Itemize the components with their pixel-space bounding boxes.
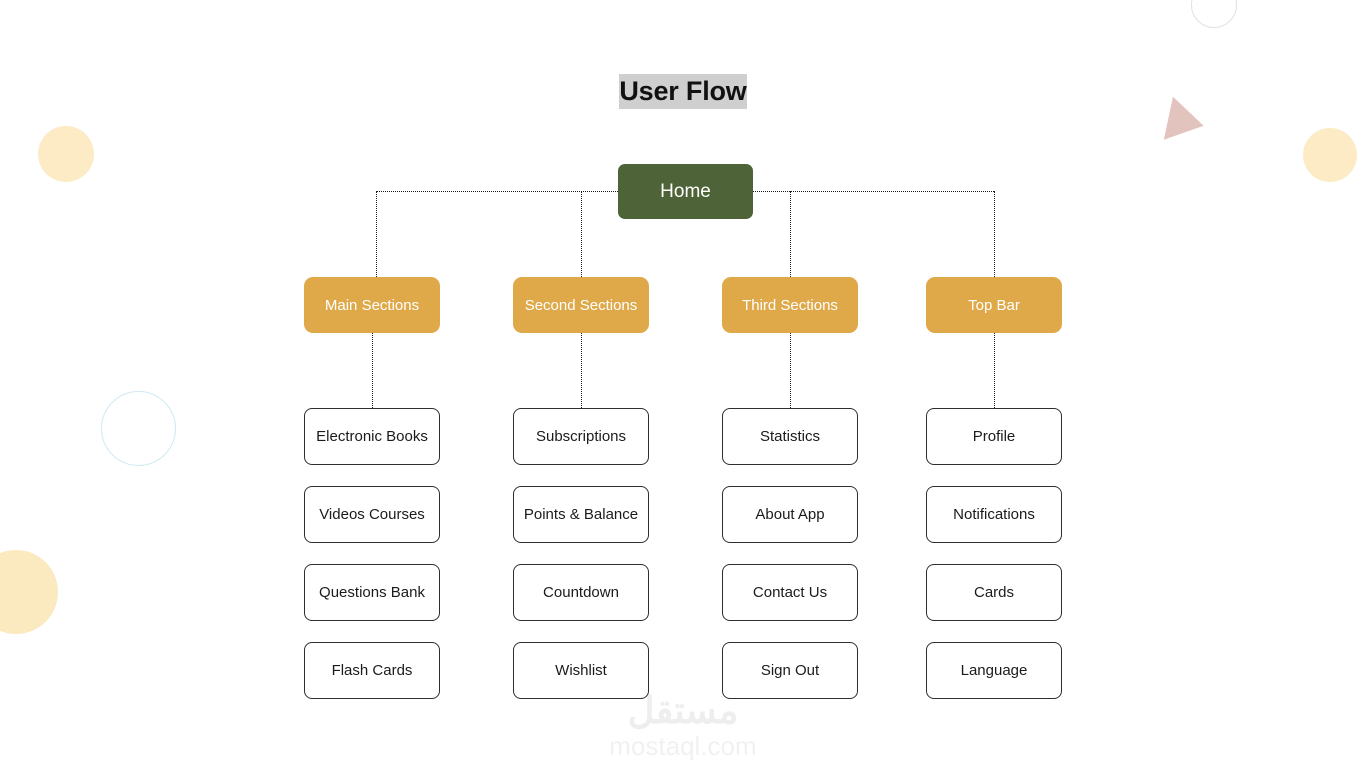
decorative-circle-cream-left bbox=[38, 126, 94, 182]
decorative-circle-cream-right bbox=[1303, 128, 1357, 182]
node-home-root[interactable]: Home bbox=[618, 164, 753, 219]
decorative-circle-gray-outline bbox=[1191, 0, 1237, 28]
node-leaf-about-app[interactable]: About App bbox=[722, 486, 858, 543]
node-leaf-profile[interactable]: Profile bbox=[926, 408, 1062, 465]
connector-section-4-to-items bbox=[994, 333, 995, 408]
watermark-arabic-text: مستقل bbox=[627, 690, 739, 731]
node-section-second-sections[interactable]: Second Sections bbox=[513, 277, 649, 333]
page-title: User Flow bbox=[0, 74, 1366, 109]
connector-section-2-to-items bbox=[581, 333, 582, 408]
node-leaf-subscriptions[interactable]: Subscriptions bbox=[513, 408, 649, 465]
connector-bus-to-section-2 bbox=[581, 191, 582, 277]
page-title-text: User Flow bbox=[619, 74, 747, 109]
node-leaf-notifications[interactable]: Notifications bbox=[926, 486, 1062, 543]
node-leaf-sign-out[interactable]: Sign Out bbox=[722, 642, 858, 699]
connector-section-3-to-items bbox=[790, 333, 791, 408]
node-leaf-cards[interactable]: Cards bbox=[926, 564, 1062, 621]
node-leaf-questions-bank[interactable]: Questions Bank bbox=[304, 564, 440, 621]
connector-bus-to-section-3 bbox=[790, 191, 791, 277]
node-leaf-points-and-balance[interactable]: Points & Balance bbox=[513, 486, 649, 543]
node-section-third-sections[interactable]: Third Sections bbox=[722, 277, 858, 333]
node-section-main-sections[interactable]: Main Sections bbox=[304, 277, 440, 333]
decorative-circle-cream-bottom-left bbox=[0, 550, 58, 634]
node-leaf-language[interactable]: Language bbox=[926, 642, 1062, 699]
node-leaf-statistics[interactable]: Statistics bbox=[722, 408, 858, 465]
decorative-circle-blue-outline bbox=[101, 391, 176, 466]
node-leaf-contact-us[interactable]: Contact Us bbox=[722, 564, 858, 621]
connector-bus-to-section-1 bbox=[376, 191, 377, 277]
connector-section-1-to-items bbox=[372, 333, 373, 408]
connector-bus-to-section-4 bbox=[994, 191, 995, 277]
node-leaf-wishlist[interactable]: Wishlist bbox=[513, 642, 649, 699]
node-leaf-flash-cards[interactable]: Flash Cards bbox=[304, 642, 440, 699]
watermark: مستقل mostaql.com bbox=[0, 690, 1366, 761]
node-leaf-countdown[interactable]: Countdown bbox=[513, 564, 649, 621]
node-leaf-electronic-books[interactable]: Electronic Books bbox=[304, 408, 440, 465]
node-leaf-videos-courses[interactable]: Videos Courses bbox=[304, 486, 440, 543]
node-section-top-bar[interactable]: Top Bar bbox=[926, 277, 1062, 333]
watermark-url-text: mostaql.com bbox=[609, 730, 757, 761]
